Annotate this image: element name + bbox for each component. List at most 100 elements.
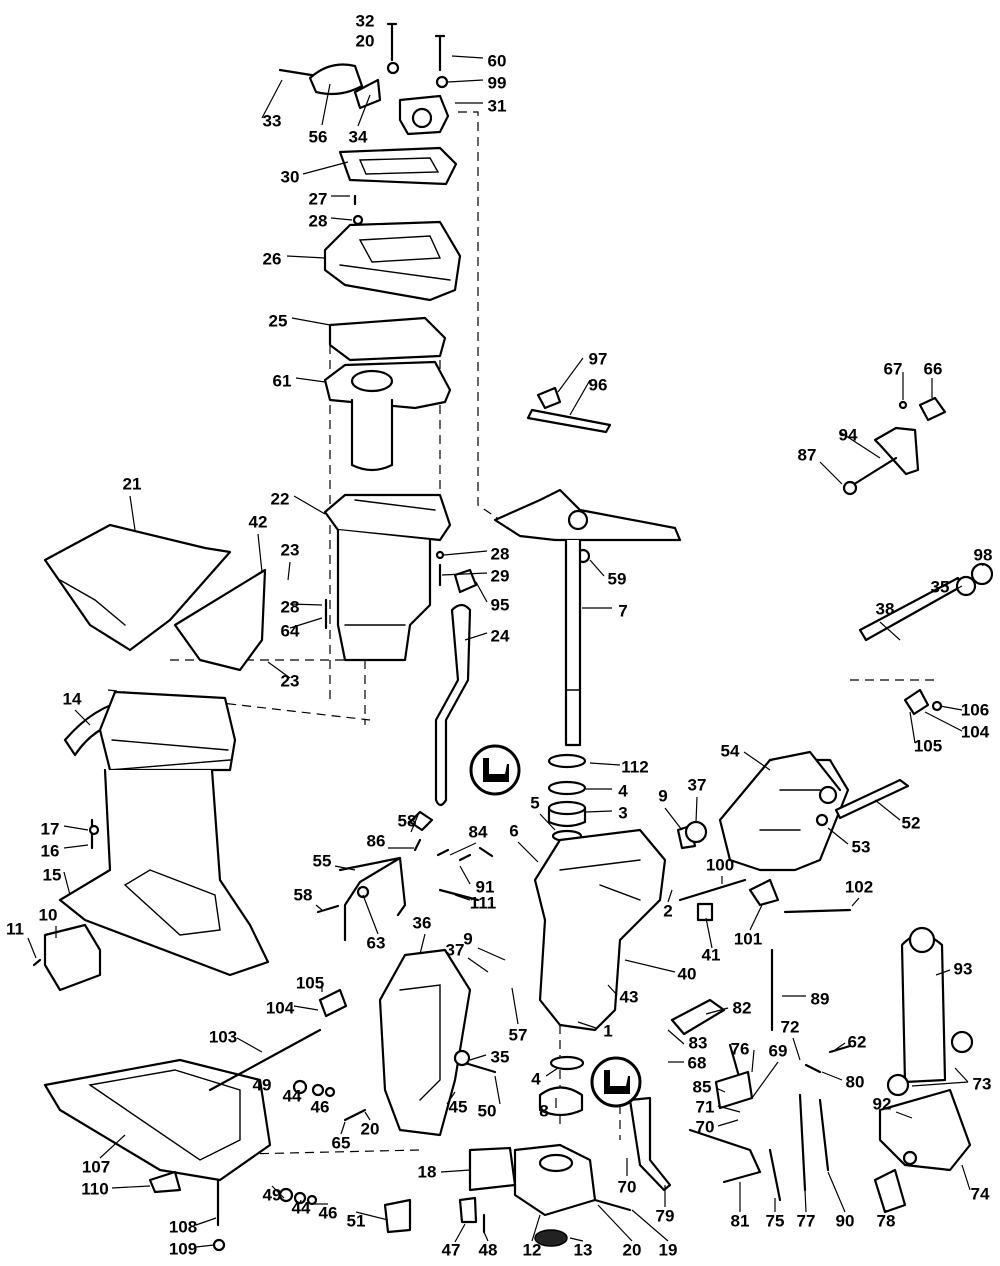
lower-cowl	[32, 523, 272, 1252]
callout-6: 6	[509, 821, 518, 840]
callout-52: 52	[902, 813, 921, 832]
callout-28: 28	[281, 597, 300, 616]
callout-93: 93	[954, 959, 973, 978]
swivel-assembly	[493, 488, 708, 1117]
callout-79: 79	[656, 1206, 675, 1225]
callout-60: 60	[488, 51, 507, 70]
callout-110: 110	[81, 1179, 108, 1198]
callout-100: 100	[706, 855, 734, 874]
callout-49: 49	[263, 1185, 282, 1204]
callout-27: 27	[309, 189, 328, 208]
callout-20: 20	[361, 1119, 380, 1138]
callout-104: 104	[266, 998, 295, 1017]
callout-104: 104	[961, 722, 990, 741]
callout-66: 66	[924, 359, 943, 378]
callout-109: 109	[169, 1239, 197, 1258]
callout-63: 63	[367, 933, 386, 952]
callout-7: 7	[618, 601, 627, 620]
upper-mount-parts	[278, 22, 462, 472]
callout-111: 111	[470, 893, 497, 912]
callout-102: 102	[845, 877, 873, 896]
callout-91: 91	[476, 877, 495, 896]
callout-47: 47	[442, 1240, 461, 1259]
callout-24: 24	[491, 626, 510, 645]
callout-28: 28	[491, 544, 510, 563]
lubricant-badges	[469, 744, 642, 1108]
callout-17: 17	[41, 819, 60, 838]
callout-43: 43	[620, 987, 639, 1006]
callout-62: 62	[848, 1032, 867, 1051]
callout-58: 58	[294, 885, 313, 904]
callout-13: 13	[574, 1240, 593, 1259]
callout-14: 14	[63, 689, 82, 708]
callout-1: 1	[603, 1021, 612, 1040]
callout-5: 5	[530, 793, 539, 812]
callout-107: 107	[82, 1157, 110, 1176]
callout-2: 2	[663, 901, 672, 920]
callout-31: 31	[488, 96, 507, 115]
lubricant-badge-upper-icon	[469, 744, 521, 796]
callout-46: 46	[319, 1203, 338, 1222]
callout-70: 70	[618, 1177, 637, 1196]
callout-23: 23	[281, 540, 300, 559]
callout-32: 32	[356, 11, 375, 30]
callout-82: 82	[733, 998, 752, 1017]
callout-70: 70	[696, 1117, 715, 1136]
callout-87: 87	[798, 445, 817, 464]
callout-46: 46	[311, 1097, 330, 1116]
callout-99: 99	[488, 73, 507, 92]
callout-75: 75	[766, 1211, 785, 1230]
callout-37: 37	[688, 775, 707, 794]
callout-28: 28	[309, 211, 328, 230]
callout-57: 57	[509, 1025, 528, 1044]
callout-90: 90	[836, 1211, 855, 1230]
callout-65: 65	[332, 1133, 351, 1152]
callout-85: 85	[693, 1077, 712, 1096]
callout-48: 48	[479, 1240, 498, 1259]
callout-64: 64	[281, 621, 300, 640]
callout-56: 56	[309, 127, 328, 146]
callout-103: 103	[209, 1027, 237, 1046]
callout-10: 10	[39, 905, 58, 924]
callout-80: 80	[846, 1072, 865, 1091]
callout-9: 9	[463, 929, 472, 948]
callout-55: 55	[313, 851, 332, 870]
stern-bracket-left	[208, 948, 632, 1247]
callout-44: 44	[292, 1198, 311, 1217]
callout-23: 23	[281, 671, 300, 690]
callout-51: 51	[347, 1211, 366, 1230]
callout-81: 81	[731, 1211, 750, 1230]
callout-8: 8	[539, 1101, 548, 1120]
callout-96: 96	[589, 375, 608, 394]
callout-77: 77	[797, 1211, 816, 1230]
callout-69: 69	[769, 1041, 788, 1060]
callout-9: 9	[658, 786, 667, 805]
callout-50: 50	[478, 1101, 497, 1120]
callout-78: 78	[877, 1211, 896, 1230]
callout-83: 83	[689, 1033, 708, 1052]
callout-67: 67	[884, 359, 903, 378]
callout-97: 97	[589, 349, 608, 368]
callout-112: 112	[621, 757, 648, 776]
callout-84: 84	[469, 822, 488, 841]
callout-19: 19	[659, 1240, 678, 1259]
callout-16: 16	[41, 841, 60, 860]
callout-34: 34	[349, 127, 368, 146]
stern-bracket-right	[526, 386, 994, 872]
callout-3: 3	[618, 803, 627, 822]
callout-108: 108	[169, 1217, 197, 1236]
callout-44: 44	[283, 1086, 302, 1105]
callout-76: 76	[731, 1039, 750, 1058]
callout-98: 98	[974, 545, 993, 564]
callout-20: 20	[356, 31, 375, 50]
leader-lines	[27, 55, 984, 1248]
callout-59: 59	[608, 569, 627, 588]
callout-21: 21	[123, 474, 142, 493]
callout-71: 71	[696, 1097, 715, 1116]
callout-35: 35	[931, 577, 950, 596]
callout-22: 22	[271, 489, 290, 508]
callout-105: 105	[914, 736, 942, 755]
callout-89: 89	[811, 989, 830, 1008]
callout-11: 11	[6, 919, 24, 938]
